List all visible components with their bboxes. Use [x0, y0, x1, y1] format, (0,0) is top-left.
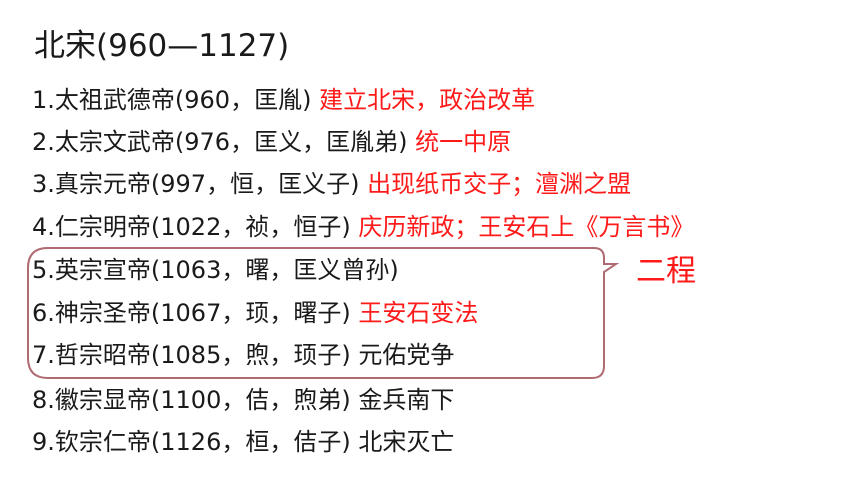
list-item: 1.太祖武德帝(960，匡胤) 建立北宋，政治改革: [32, 85, 535, 115]
ruler-info: 1.太祖武德帝(960，匡胤): [32, 86, 312, 114]
page-title: 北宋(960—1127): [34, 28, 290, 64]
ruler-info: 8.徽宗显帝(1100，佶，煦弟): [32, 386, 351, 414]
event-note: 金兵南下: [358, 386, 455, 414]
ruler-info: 2.太宗文武帝(976，匡义，匡胤弟): [32, 128, 408, 156]
ruler-info: 4.仁宗明帝(1022，祯，恒子): [32, 213, 351, 241]
event-note: 建立北宋，政治改革: [319, 86, 536, 114]
event-note: 王安石变法: [358, 299, 479, 327]
ruler-info: 5.英宗宣帝(1063，曙，匡义曾孙): [32, 256, 399, 284]
list-item: 6.神宗圣帝(1067，顼，曙子) 王安石变法: [32, 298, 478, 328]
list-item: 7.哲宗昭帝(1085，煦，顼子) 元佑党争: [32, 340, 454, 370]
event-note: 元佑党争: [358, 341, 455, 369]
ruler-info: 3.真宗元帝(997，恒，匡义子): [32, 170, 360, 198]
list-item: 8.徽宗显帝(1100，佶，煦弟) 金兵南下: [32, 385, 454, 415]
list-item: 2.太宗文武帝(976，匡义，匡胤弟) 统一中原: [32, 127, 511, 157]
list-item: 3.真宗元帝(997，恒，匡义子) 出现纸币交子；澶渊之盟: [32, 169, 631, 199]
event-note: 出现纸币交子；澶渊之盟: [367, 170, 632, 198]
speech-bubble-outline: [27, 247, 620, 379]
event-note: 北宋灭亡: [358, 428, 455, 456]
list-item: 5.英宗宣帝(1063，曙，匡义曾孙): [32, 255, 399, 285]
ruler-info: 9.钦宗仁帝(1126，桓，佶子): [32, 428, 351, 456]
ruler-info: 7.哲宗昭帝(1085，煦，顼子): [32, 341, 351, 369]
list-item: 4.仁宗明帝(1022，祯，恒子) 庆历新政；王安石上《万言书》: [32, 212, 694, 242]
ruler-info: 6.神宗圣帝(1067，顼，曙子): [32, 299, 351, 327]
list-item: 9.钦宗仁帝(1126，桓，佶子) 北宋灭亡: [32, 427, 454, 457]
callout-label: 二程: [636, 254, 696, 289]
event-note: 庆历新政；王安石上《万言书》: [358, 213, 695, 241]
event-note: 统一中原: [415, 128, 512, 156]
